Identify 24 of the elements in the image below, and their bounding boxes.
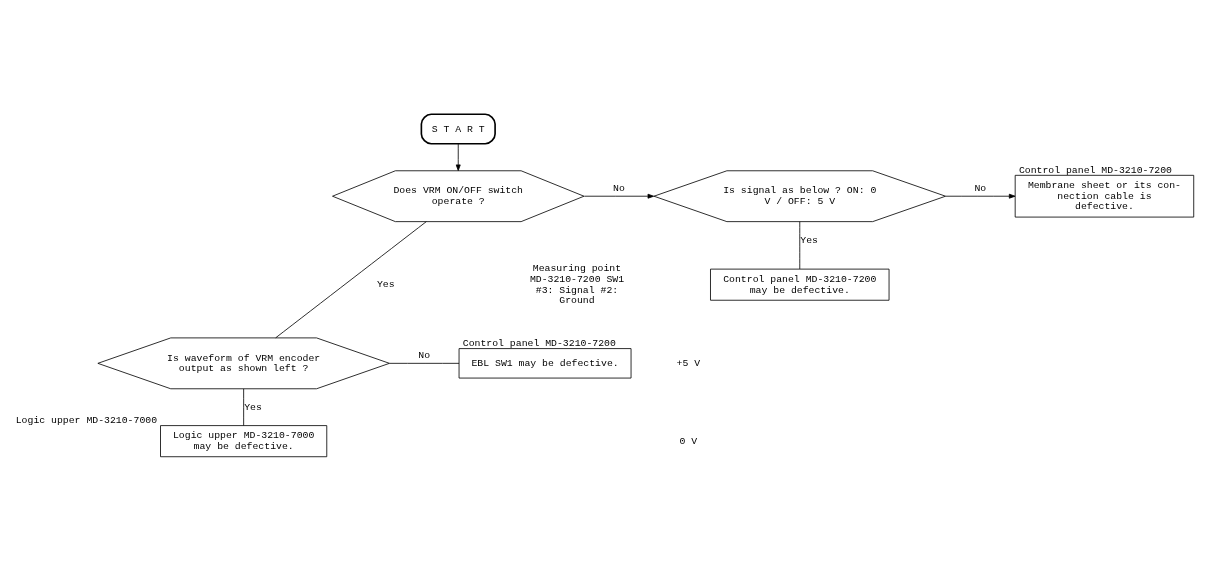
connector [243, 388, 245, 426]
connector [389, 362, 460, 364]
edge-label: Yes [800, 234, 819, 246]
connector [275, 221, 427, 339]
node-box: Logic upper MD-3210-7000 may be defective. [160, 425, 328, 458]
edge-label: No [418, 350, 431, 362]
edge-label: No [613, 182, 625, 194]
node-box: Membrane sheet or its con- nection cable is defective. [1014, 174, 1195, 218]
arrow [455, 143, 461, 171]
edge-label: Yes [376, 279, 395, 291]
label: 0 V [679, 435, 698, 447]
connector [799, 221, 801, 270]
node-label: Control panel MD-3210-7200 [1018, 164, 1172, 176]
node-label: Control panel MD-3210-7200 [462, 337, 616, 349]
node-box: S T A R T [420, 113, 496, 145]
edge-label: No [974, 182, 987, 194]
node-label: Logic upper MD-3210-7000 [15, 414, 158, 426]
label: +5 V [676, 357, 701, 369]
arrow [583, 193, 655, 199]
node-box: Control panel MD-3210-7200 may be defective. [710, 268, 890, 301]
node-box: EBL SW1 may be defective. [458, 348, 632, 379]
edge-label: Yes [244, 401, 262, 413]
arrow [945, 193, 1016, 199]
label: Measuring point MD-3210-7200 SW1 #3: Signal #2: Ground [529, 263, 625, 307]
